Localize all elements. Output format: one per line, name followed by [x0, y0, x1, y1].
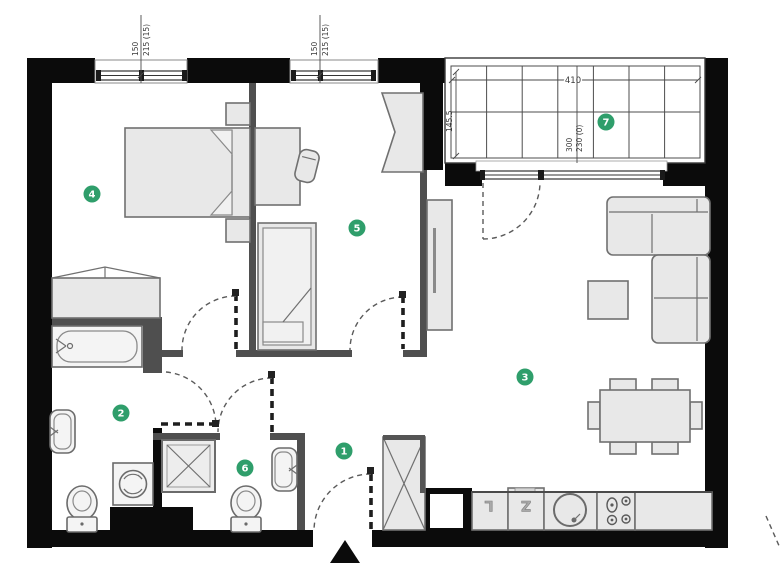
shower: [161, 439, 216, 493]
dimension-window-left: 150 215 (15): [131, 15, 151, 83]
kitchen-sink: [553, 493, 587, 527]
dimension-balcony: 410 145.5 300 230 (0): [445, 66, 702, 163]
wardrobe-room4: [51, 266, 161, 319]
desk: [254, 127, 301, 206]
room-4-number: 4: [89, 190, 96, 201]
washbasin-bathroom6: [271, 447, 298, 492]
stove: [606, 496, 631, 526]
single-bed: [257, 222, 317, 351]
dim-balcony-depth: 145.5: [445, 110, 454, 132]
coffee-table: [587, 280, 629, 320]
dim-balcony-door-opening: 230 (0): [575, 125, 584, 152]
dining-chair: [587, 401, 601, 430]
desk-chair: [294, 148, 320, 184]
dining-chair: [609, 441, 637, 455]
door-balcony-swing: [482, 181, 541, 240]
washing-machine: [112, 462, 154, 506]
dim-window-left-width: 150: [131, 41, 140, 56]
corner-sofa: [606, 196, 711, 344]
outer-walls: [27, 58, 728, 548]
room-label-6: 6: [236, 459, 254, 477]
door-entrance: [313, 467, 374, 563]
door-room5: [349, 291, 406, 351]
room-3-number: 3: [522, 373, 529, 384]
dining-chair: [651, 441, 679, 455]
bathtub: [51, 325, 143, 368]
kitchen-counter: [471, 487, 713, 531]
dim-window-right-width: 150: [310, 41, 319, 56]
room-label-3: 3: [516, 368, 534, 386]
room-2-number: 2: [118, 409, 125, 420]
dim-window-right-opening: 215 (15): [321, 24, 330, 56]
balcony-door-window: [475, 160, 668, 180]
dishwasher-label: Z: [521, 497, 531, 513]
wardrobe-room5: [380, 92, 424, 173]
fridge-label: L: [484, 497, 493, 513]
room-7-number: 7: [603, 118, 610, 129]
dim-window-left-opening: 215 (15): [142, 24, 151, 56]
room-label-2: 2: [112, 404, 130, 422]
plan-continuation-mark: [765, 515, 780, 549]
nightstand-top: [225, 102, 251, 126]
toilet-bathroom6: [230, 485, 262, 533]
dining-chair: [689, 401, 703, 430]
door-bathroom6: [217, 371, 275, 433]
toilet-bathroom2: [66, 485, 98, 533]
window-right: [289, 59, 379, 84]
door-room4: [181, 289, 239, 351]
balcony: [444, 57, 706, 164]
tall-cabinet-living: [426, 199, 453, 331]
entrance-arrow-icon: [330, 540, 360, 563]
dim-balcony-width: 410: [565, 76, 581, 86]
double-bed: [124, 127, 251, 218]
washbasin-bathroom2: [49, 409, 76, 454]
room-label-5: 5: [348, 219, 366, 237]
nightstand-bottom: [225, 218, 251, 243]
entrance-wardrobe: [382, 435, 426, 531]
room-6-number: 6: [242, 464, 249, 475]
interior-partitions: [52, 83, 427, 530]
door-bathroom2: [161, 371, 219, 427]
dim-balcony-door-width: 300: [565, 137, 574, 152]
dimension-window-right: 150 215 (15): [310, 15, 330, 83]
room-1-number: 1: [341, 447, 348, 458]
room-label-1: 1: [335, 442, 353, 460]
dining-set: [587, 378, 703, 455]
dining-table: [599, 389, 691, 443]
bathtub-drain: [66, 342, 74, 350]
installation-shaft: [422, 488, 472, 532]
room-5-number: 5: [354, 224, 361, 235]
room-label-7: 7: [597, 113, 615, 131]
room-label-4: 4: [83, 185, 101, 203]
